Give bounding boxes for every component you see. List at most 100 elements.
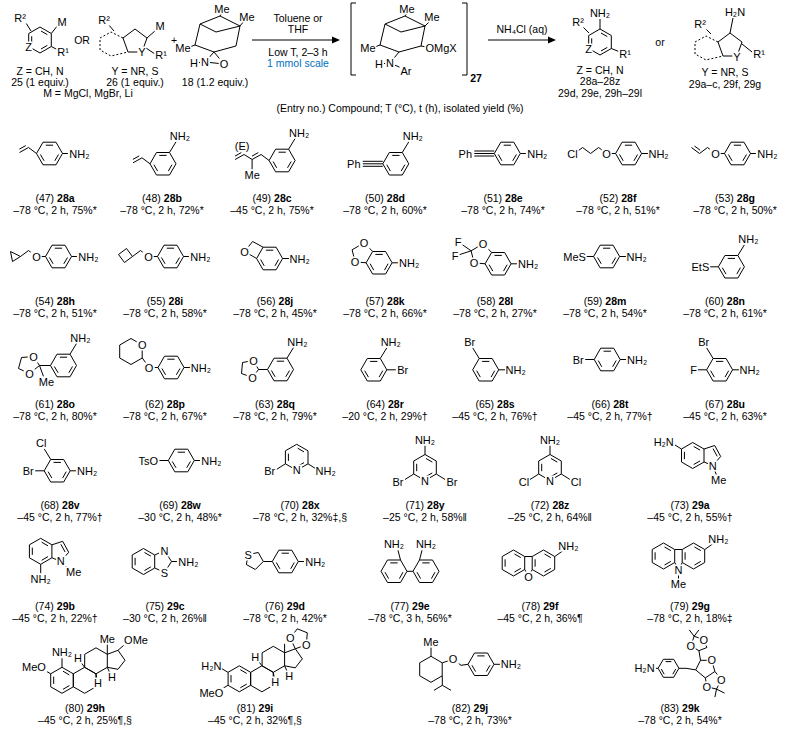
bond-line [62,658,63,667]
bond-line [55,248,62,249]
conditions-text: –78 °C, 2 h, 73%* [428,714,512,726]
bond-line [63,472,67,478]
bond-line [473,359,499,382]
entry-label: (79)29g [670,600,710,612]
atom-label: M [154,21,165,32]
atom-label: NH₂ [500,659,522,670]
compound-number: 28j [279,295,294,307]
bond-line [240,684,246,688]
bond-line [730,18,733,33]
bond-line [269,149,295,172]
conditions-text: –30 °C, 2 h, 48%* [138,511,222,523]
conditions-text: –78 °C, 2 h, 67%* [123,410,207,422]
bond-line [665,561,671,565]
scheme-text: 26 (1 equiv.) [106,76,164,88]
conditions-text: –78 °C, 2 h, 18%‡ [647,612,732,624]
entry-number: (78) [522,600,541,612]
entry-label: (78)29f [522,600,559,612]
bond-line [167,359,174,360]
compound-number: 29h [87,702,105,714]
bond-line [694,447,700,451]
conditions-text: –45 °C, 2 h, 22%† [12,612,97,624]
bond-line [612,258,616,264]
atom-label: O [247,372,258,383]
compound-number: 28e [505,192,523,204]
atom-label: H [93,678,103,689]
bond-line [252,153,258,157]
bond-line [178,452,185,453]
entry-label: (66)28t [592,398,629,410]
compound-number: 29k [682,702,700,714]
bond-line [159,460,168,461]
bond-line [725,142,751,165]
entry-label: (48)28b [142,192,182,204]
atom-label: H [73,653,83,664]
scheme-text: Z = CH, N [17,65,64,77]
bond-line [666,661,672,662]
bond-line [488,40,552,41]
atom-label: NH₂ [51,647,73,658]
bond-line [679,668,696,670]
bond-line [431,572,435,578]
entry-label: (52)28f [600,192,637,204]
bond-line [603,248,610,249]
compound-number: 29a [692,499,710,511]
bond-line [698,369,707,370]
atom-label: Cl [570,476,582,487]
bond-line [53,677,54,684]
bond-line [195,16,240,52]
conditions-text: –45 °C, 2 h, 36%¶ [497,612,582,624]
scale-note: 1 mmol scale [267,57,329,69]
scheme-text: Toluene or [273,12,322,24]
atom-label: O [702,681,713,692]
atom-label: N [56,556,66,567]
conditions-text: –78 °C, 2 h, 72%* [120,204,204,216]
entry-label: (56)28j [257,295,293,307]
bond-line [505,559,506,566]
bond-line [473,348,480,359]
scheme-text: 18 (1.2 equiv.) [182,76,248,88]
bond-line [734,145,741,146]
entry-number: (61) [35,398,54,410]
atom-label: O [601,148,612,159]
bond-line [161,258,165,264]
entry-number: (68) [40,499,59,511]
bond-line [40,155,44,161]
compound-number: 28r [388,398,404,410]
bond-line [154,165,158,171]
entry-number: (79) [670,600,689,612]
entry-label: (70)28x [280,499,319,511]
entry-number: (72) [531,499,550,511]
bond-line [728,258,735,259]
atom-label: O [706,655,717,666]
compound-number: 28s [497,398,515,410]
bond-line [426,459,432,463]
atom-label: NH₂ [589,8,611,19]
bond-line [259,369,268,370]
bond-line [474,151,494,152]
bond-line [489,265,493,271]
compound-number: 29i [259,702,274,714]
atom-label: Br [263,466,276,477]
atom-label: F [689,364,698,375]
bond-line [381,560,407,583]
atom-label: O [448,654,459,665]
atom-label: NH₂ [288,127,310,138]
bond-line [545,554,551,558]
bond-line [150,153,176,176]
bond-line [170,142,177,153]
atom-label: R² [693,19,707,30]
atom-label: N [420,475,430,486]
compound-number: 29f [543,600,558,612]
scheme-text: NH₄Cl (aq) [497,23,548,35]
bond-line [11,252,21,262]
bond-line [551,459,557,463]
entry-number: (53) [715,192,734,204]
atom-label: O [359,237,370,248]
bond-line [40,366,44,377]
atom-label: Ph [346,158,361,169]
bond-line [398,550,401,560]
bond-line [370,361,377,362]
conditions-text: –78 °C, 2 h, 74%* [461,204,545,216]
bond-line [601,33,607,37]
